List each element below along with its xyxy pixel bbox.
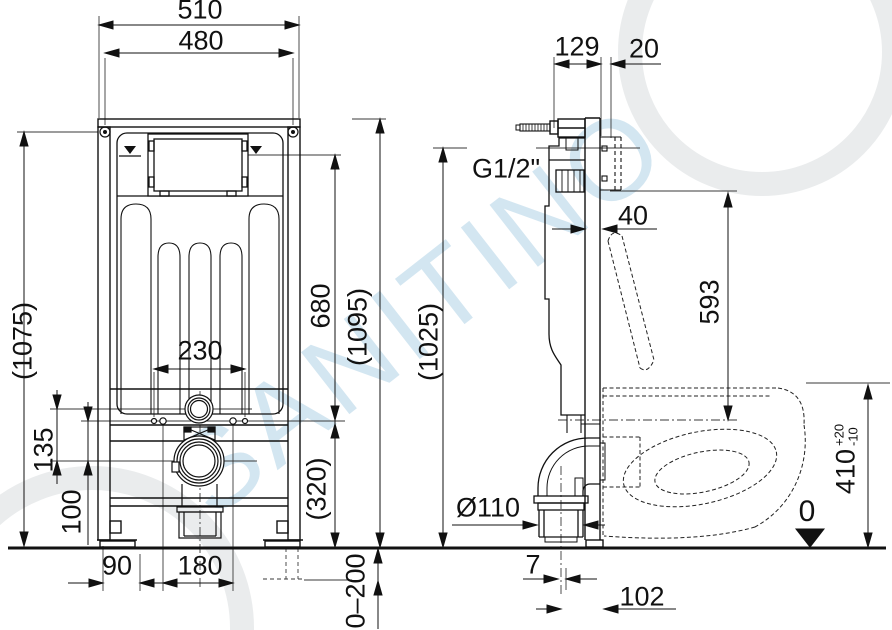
dim-100-label: 100 xyxy=(56,489,87,535)
dim-480-label: 480 xyxy=(178,25,224,56)
front-view-fittings xyxy=(99,126,299,539)
dim-40-label: 40 xyxy=(617,200,649,231)
dim-90-label: 90 xyxy=(101,550,133,581)
dim-593-label: 593 xyxy=(694,279,725,325)
dim-7-label: 7 xyxy=(525,549,541,580)
dim-230-label: 230 xyxy=(177,335,223,366)
thread-size-label: G1/2" xyxy=(471,153,541,184)
dim-1095-label: (1095) xyxy=(342,287,373,367)
dim-680-label: 680 xyxy=(305,283,336,329)
side-view-bowl-dashed xyxy=(602,232,806,539)
dim-320-label: (320) xyxy=(301,457,332,521)
dim-410-label: 410 +20 -10 xyxy=(830,423,861,495)
dim-410-value: 410 xyxy=(830,449,861,495)
side-view-cistern xyxy=(544,137,600,433)
dim-180-label: 180 xyxy=(177,550,223,581)
dim-20-label: 20 xyxy=(628,33,660,64)
dim-dia110-label: Ø110 xyxy=(455,492,521,523)
dim-510-label: 510 xyxy=(177,0,223,25)
dim-135-label: 135 xyxy=(28,427,59,473)
front-view-frame xyxy=(97,118,303,548)
dim-1075-label: (1075) xyxy=(7,301,38,381)
dim-410-tol-plus: +20 xyxy=(831,423,847,446)
dim-410-tol-minus: -10 xyxy=(845,427,860,446)
leader-lines xyxy=(17,16,890,594)
dim-0-200-label: 0–200 xyxy=(340,553,371,629)
dim-102-label: 102 xyxy=(619,581,665,612)
side-view-access-box xyxy=(600,136,622,191)
dim-129-label: 129 xyxy=(554,31,600,62)
dimension-lines xyxy=(19,20,873,629)
front-view-cistern xyxy=(116,132,284,415)
dim-1025-label: (1025) xyxy=(413,302,444,382)
floor-datum-label: 0 xyxy=(798,495,816,528)
